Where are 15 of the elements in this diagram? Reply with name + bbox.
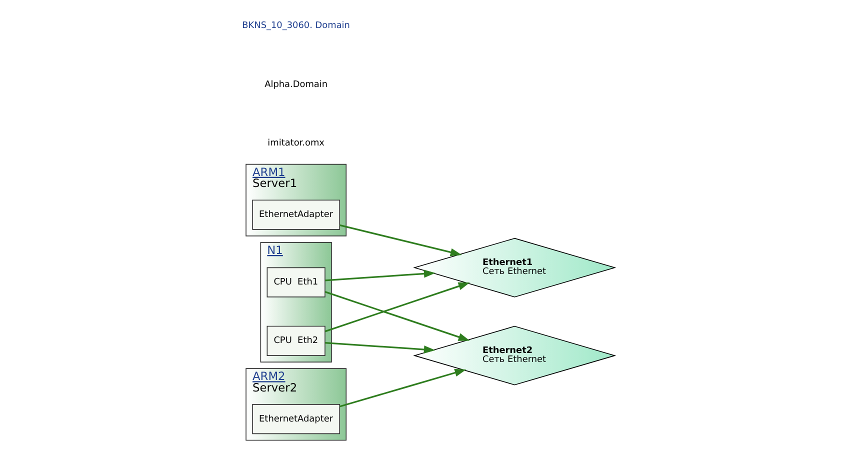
node-box: CPU Eth2 <box>266 326 325 356</box>
node-diamond: Ethernet1 Сеть Ethernet <box>412 238 616 298</box>
label: imitator.omx <box>267 138 324 148</box>
arrow <box>324 342 435 354</box>
label: BKNS_10_3060. Domain <box>242 21 350 32</box>
arrow <box>339 224 462 256</box>
node-box: EthernetAdapter <box>252 200 340 230</box>
label: Alpha.Domain <box>264 80 328 90</box>
arrow <box>324 291 470 341</box>
node-diamond: Ethernet2 Сеть Ethernet <box>412 326 616 386</box>
arrow <box>324 282 470 332</box>
node-box: EthernetAdapter <box>252 404 340 434</box>
arrow <box>324 270 435 282</box>
node-box: CPU Eth1 <box>266 267 325 298</box>
arrow <box>339 368 466 408</box>
